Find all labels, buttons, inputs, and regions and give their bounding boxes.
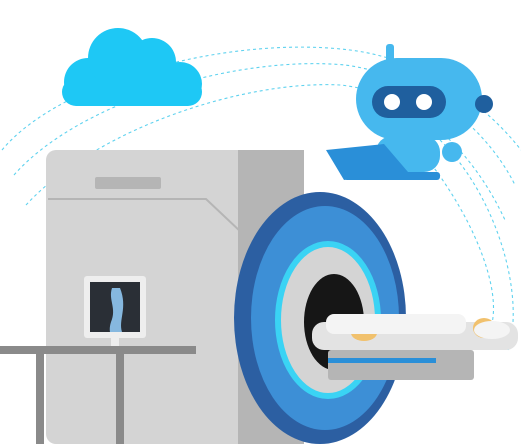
laptop-icon bbox=[326, 144, 408, 180]
cloud-icon bbox=[62, 28, 202, 106]
robot-eye-left bbox=[384, 94, 400, 110]
desk-leg-right bbox=[116, 354, 124, 444]
patient-table-base bbox=[328, 350, 474, 380]
robot-visor bbox=[372, 86, 446, 118]
robot-antenna bbox=[386, 44, 394, 62]
patient-table-stripe bbox=[328, 358, 436, 363]
orbit-line-3 bbox=[25, 84, 506, 221]
robot-icon bbox=[326, 44, 493, 180]
desk-icon bbox=[0, 346, 196, 444]
monitor-icon bbox=[84, 276, 146, 346]
patient-blanket bbox=[326, 314, 466, 334]
orbit-line-5 bbox=[439, 139, 514, 351]
laptop-base bbox=[344, 172, 440, 180]
robot-hand bbox=[442, 142, 462, 162]
robot-ear bbox=[475, 95, 493, 113]
monitor-stand bbox=[111, 338, 119, 346]
scanner-top-panel bbox=[95, 177, 161, 189]
desk-top bbox=[0, 346, 196, 354]
patient-pillow bbox=[474, 321, 510, 339]
robot-eye-right bbox=[416, 94, 432, 110]
scanner-edge bbox=[48, 198, 261, 251]
spine-xray bbox=[109, 288, 124, 332]
patient-icon bbox=[312, 314, 518, 380]
orbit-line-4 bbox=[419, 149, 494, 331]
desk-leg-left bbox=[36, 354, 44, 444]
